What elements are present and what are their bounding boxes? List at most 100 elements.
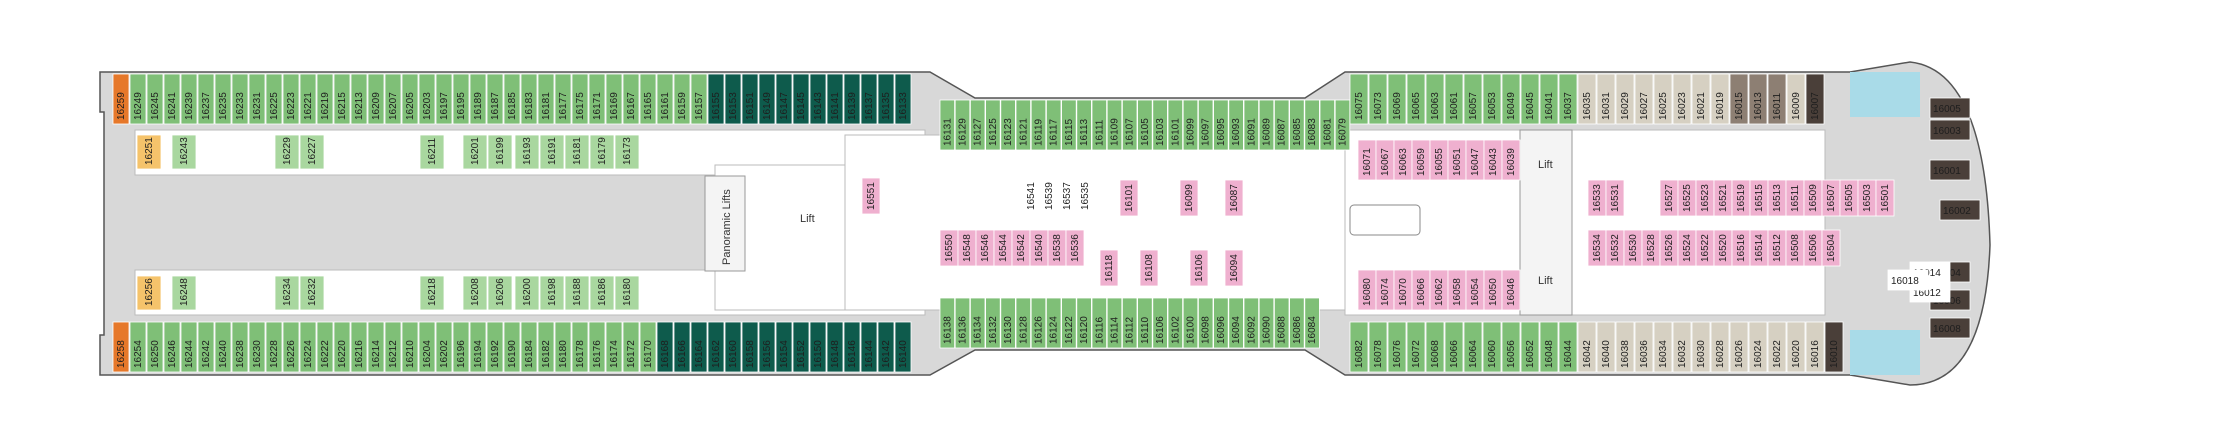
cabin-16129[interactable]: 16129 [954,99,971,151]
cabin-16176[interactable]: 16176 [588,321,606,373]
cabin-16044[interactable]: 16044 [1558,321,1578,373]
cabin-16100[interactable]: 16100 [1182,297,1199,349]
cabin-16535[interactable]: 16535 [1075,177,1095,215]
cabin-16223[interactable]: 16223 [282,73,300,125]
cabin-16060[interactable]: 16060 [1482,321,1502,373]
cabin-16099[interactable]: 16099 [1179,179,1199,217]
cabin-16105[interactable]: 16105 [1137,99,1153,151]
cabin-16548[interactable]: 16548 [957,229,977,267]
cabin-16092[interactable]: 16092 [1243,297,1260,349]
cabin-16522[interactable]: 16522 [1695,229,1715,267]
cabin-16178[interactable]: 16178 [571,321,589,373]
cabin-16512[interactable]: 16512 [1767,229,1787,267]
cabin-16139[interactable]: 16139 [843,73,861,125]
cabin-16214[interactable]: 16214 [367,321,385,373]
cabin-16128[interactable]: 16128 [1015,297,1032,349]
cabin-16254[interactable]: 16254 [129,321,147,373]
cabin-16020[interactable]: 16020 [1786,321,1806,373]
cabin-16103[interactable]: 16103 [1152,99,1168,151]
cabin-16238[interactable]: 16238 [231,321,249,373]
cabin-16216[interactable]: 16216 [350,321,368,373]
cabin-16043[interactable]: 16043 [1483,139,1503,181]
cabin-16028[interactable]: 16028 [1710,321,1730,373]
cabin-16197[interactable]: 16197 [435,73,453,125]
cabin-16137[interactable]: 16137 [860,73,878,125]
cabin-16085[interactable]: 16085 [1289,99,1305,151]
cabin-16002[interactable]: 16002 [1939,199,1981,221]
cabin-16211[interactable]: 16211 [419,134,445,170]
cabin-16226[interactable]: 16226 [282,321,300,373]
cabin-16201[interactable]: 16201 [462,134,488,170]
cabin-16057[interactable]: 16057 [1463,73,1483,125]
cabin-16520[interactable]: 16520 [1713,229,1733,267]
cabin-16525[interactable]: 16525 [1677,179,1697,217]
cabin-16533[interactable]: 16533 [1587,179,1607,217]
cabin-16515[interactable]: 16515 [1749,179,1769,217]
cabin-16536[interactable]: 16536 [1065,229,1085,267]
cabin-16050[interactable]: 16050 [1483,269,1503,311]
cabin-16026[interactable]: 16026 [1729,321,1749,373]
cabin-16059[interactable]: 16059 [1411,139,1431,181]
cabin-16063[interactable]: 16063 [1393,139,1413,181]
cabin-16508[interactable]: 16508 [1785,229,1805,267]
cabin-16256[interactable]: 16256 [136,275,162,311]
cabin-16119[interactable]: 16119 [1030,99,1047,151]
cabin-16025[interactable]: 16025 [1653,73,1673,125]
cabin-16121[interactable]: 16121 [1015,99,1032,151]
cabin-16005[interactable]: 16005 [1929,97,1971,119]
cabin-16040[interactable]: 16040 [1596,321,1616,373]
cabin-16221[interactable]: 16221 [299,73,317,125]
cabin-16186[interactable]: 16186 [589,275,615,311]
cabin-16200[interactable]: 16200 [514,275,540,311]
cabin-16049[interactable]: 16049 [1501,73,1521,125]
cabin-16108[interactable]: 16108 [1139,249,1159,287]
cabin-16199[interactable]: 16199 [487,134,513,170]
cabin-16532[interactable]: 16532 [1605,229,1625,267]
cabin-16078[interactable]: 16078 [1368,321,1388,373]
cabin-16095[interactable]: 16095 [1213,99,1229,151]
cabin-16235[interactable]: 16235 [214,73,232,125]
cabin-16190[interactable]: 16190 [503,321,521,373]
cabin-16068[interactable]: 16068 [1425,321,1445,373]
cabin-16024[interactable]: 16024 [1748,321,1768,373]
cabin-16047[interactable]: 16047 [1465,139,1485,181]
cabin-16249[interactable]: 16249 [129,73,147,125]
cabin-16124[interactable]: 16124 [1046,297,1062,349]
cabin-16528[interactable]: 16528 [1641,229,1661,267]
cabin-16155[interactable]: 16155 [707,73,725,125]
cabin-16544[interactable]: 16544 [993,229,1013,267]
cabin-16192[interactable]: 16192 [486,321,504,373]
cabin-16152[interactable]: 16152 [792,321,810,373]
cabin-16039[interactable]: 16039 [1501,139,1521,181]
cabin-16141[interactable]: 16141 [826,73,844,125]
cabin-16066[interactable]: 16066 [1411,269,1431,311]
cabin-16066[interactable]: 16066 [1444,321,1464,373]
cabin-16034[interactable]: 16034 [1653,321,1673,373]
cabin-16511[interactable]: 16511 [1785,179,1805,217]
cabin-16084[interactable]: 16084 [1304,297,1320,349]
cabin-16213[interactable]: 16213 [350,73,368,125]
cabin-16173[interactable]: 16173 [614,134,640,170]
cabin-16237[interactable]: 16237 [197,73,215,125]
cabin-16259[interactable]: 16259 [112,73,130,125]
cabin-16537[interactable]: 16537 [1057,177,1077,215]
cabin-16206[interactable]: 16206 [487,275,513,311]
cabin-16089[interactable]: 16089 [1258,99,1275,151]
cabin-16241[interactable]: 16241 [163,73,181,125]
cabin-16207[interactable]: 16207 [384,73,402,125]
cabin-16177[interactable]: 16177 [554,73,572,125]
cabin-16031[interactable]: 16031 [1596,73,1616,125]
cabin-16150[interactable]: 16150 [809,321,827,373]
cabin-16193[interactable]: 16193 [514,134,540,170]
cabin-16011[interactable]: 16011 [1767,73,1787,125]
cabin-16096[interactable]: 16096 [1213,297,1229,349]
cabin-16037[interactable]: 16037 [1558,73,1578,125]
cabin-16181[interactable]: 16181 [537,73,555,125]
cabin-16519[interactable]: 16519 [1731,179,1751,217]
cabin-16055[interactable]: 16055 [1429,139,1449,181]
cabin-16035[interactable]: 16035 [1577,73,1597,125]
cabin-16531[interactable]: 16531 [1605,179,1625,217]
cabin-16109[interactable]: 16109 [1106,99,1123,151]
cabin-16504[interactable]: 16504 [1821,229,1841,267]
cabin-16021[interactable]: 16021 [1691,73,1711,125]
